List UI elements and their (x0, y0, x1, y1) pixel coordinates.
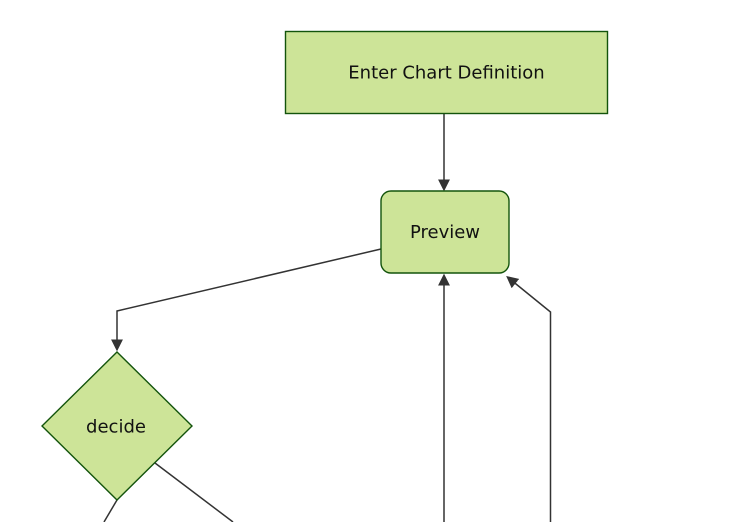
decide-diamond (41, 351, 193, 501)
node-enter-chart-definition: Enter Chart Definition (284, 30, 609, 115)
edge-preview-to-decide (111, 248, 382, 352)
preview-label: Preview (410, 222, 480, 243)
node-preview: Preview (380, 190, 510, 274)
decide-label: decide (86, 417, 146, 438)
edge-decide-to-offscreen-left (103, 499, 118, 522)
preview-box (380, 190, 510, 274)
edge-layer (103, 114, 552, 522)
edge-offscreen-to-preview-corner (506, 275, 552, 522)
enter-chart-definition-box (284, 30, 609, 115)
edge-decide-to-offscreen-right (154, 462, 234, 522)
enter-chart-definition-label: Enter Chart Definition (348, 63, 544, 84)
node-decide: decide (41, 351, 193, 501)
